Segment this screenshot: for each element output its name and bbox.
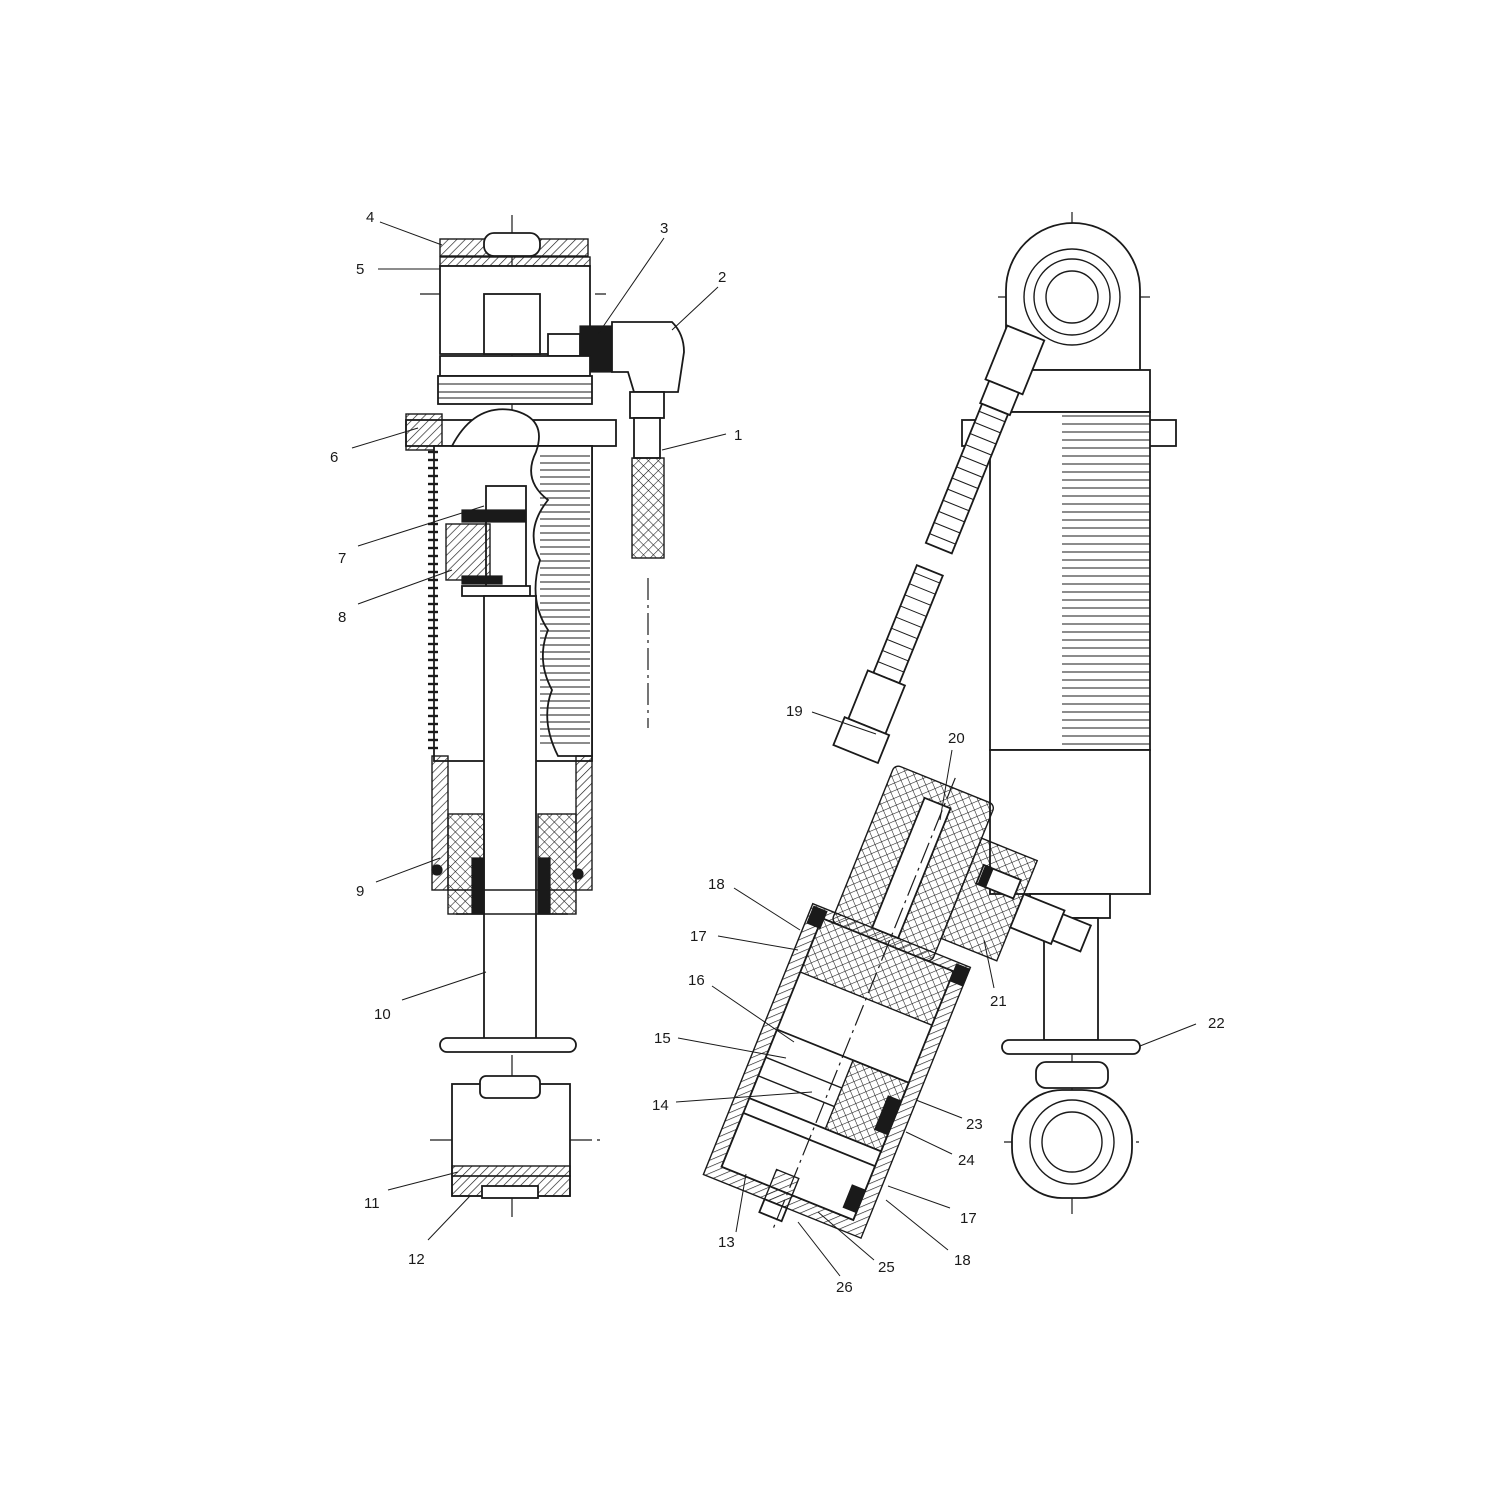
right-shock-exterior-view [702,212,1177,1240]
callout-10: 10 [374,1006,391,1023]
callout-23: 23 [966,1116,983,1133]
callout-7: 7 [338,550,346,567]
braided-hose [631,457,665,559]
banjo-elbow-fitting [611,321,685,393]
callout-25: 25 [878,1259,895,1276]
callout-16: 16 [688,972,705,989]
spring-coils [428,450,438,750]
hose-section-upper [924,402,1010,555]
piston-valve-shims [461,509,527,523]
callout-8: 8 [338,609,346,626]
lower-bushing-plate [451,1165,571,1177]
callout-26: 26 [836,1279,853,1296]
callout-6: 6 [330,449,338,466]
callout-21: 21 [990,993,1007,1010]
piston-body [445,523,491,581]
callout-13: 13 [718,1234,735,1251]
callout-labels: 1 2 3 4 5 6 7 8 9 10 11 12 13 14 15 16 1… [330,209,1225,1296]
leader-lines [351,221,1197,1277]
callout-17-top: 17 [690,928,707,945]
callout-12: 12 [408,1251,425,1268]
callout-20: 20 [948,730,965,747]
piston-rod-upper [485,485,527,591]
callout-19: 19 [786,703,803,720]
right-spring-coils [1062,415,1150,745]
callout-18-top: 18 [708,876,725,893]
callout-2: 2 [718,269,726,286]
piston-shaft [483,595,537,1041]
left-shock-section-view [405,215,685,1218]
callout-9: 9 [356,883,364,900]
callout-18-bottom: 18 [954,1252,971,1269]
callout-15: 15 [654,1030,671,1047]
callout-14: 14 [652,1097,669,1114]
right-spring-body [989,411,1151,751]
spring-preload-collar [405,413,443,451]
callout-11: 11 [364,1195,380,1212]
callout-22: 22 [1208,1015,1225,1032]
top-washer-plate [439,256,591,267]
callout-24: 24 [958,1152,975,1169]
callout-3: 3 [660,220,668,237]
bump-stop-washer [439,1037,577,1053]
upper-mount-eye [1005,222,1141,371]
callout-17-bottom: 17 [960,1210,977,1227]
hose-section-lower [872,564,944,685]
callout-1: 1 [734,427,742,444]
right-bump-washer [1001,1039,1141,1055]
callout-4: 4 [366,209,374,226]
callout-5: 5 [356,261,364,278]
